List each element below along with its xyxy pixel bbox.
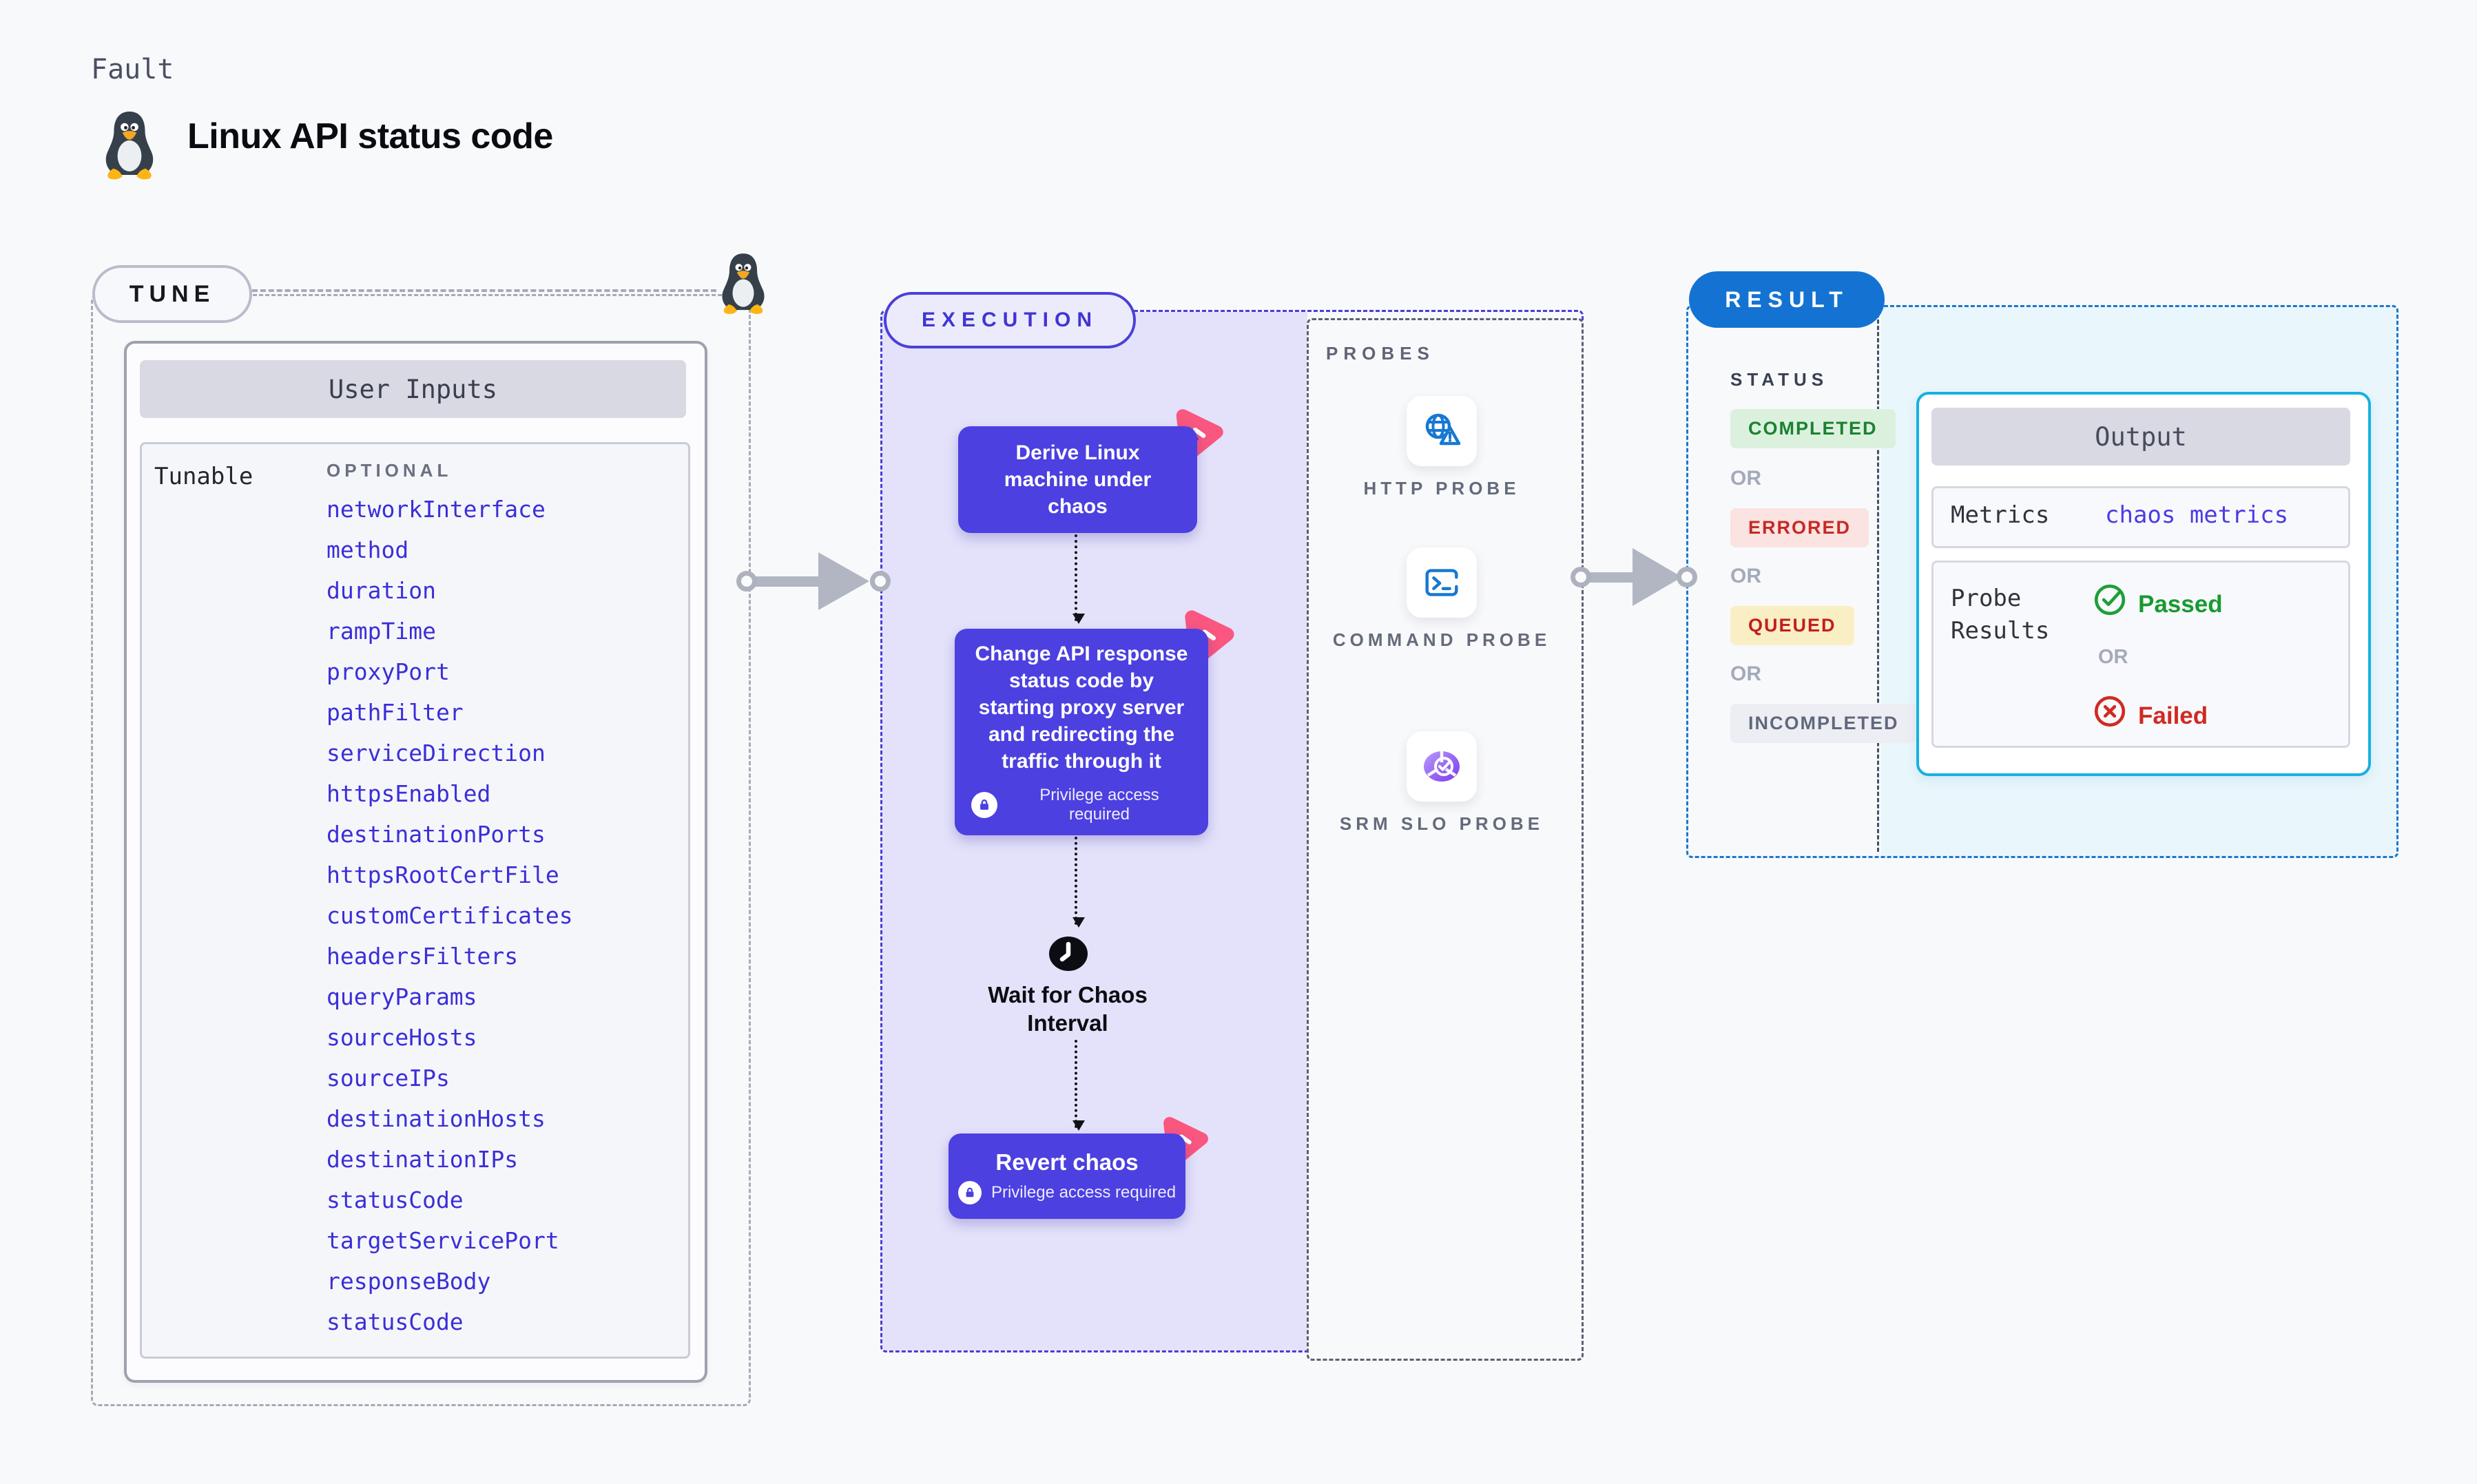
execution-connector-dot [870, 571, 891, 592]
tunable-param-link[interactable]: method [327, 536, 409, 563]
tunable-param-link[interactable]: responseBody [327, 1268, 491, 1295]
or-separator: OR [1730, 467, 1761, 490]
command-probe-label: COMMAND PROBE [1332, 629, 1551, 650]
probes-connector-dot [1571, 567, 1591, 587]
execution-section-pill: EXECUTION [884, 292, 1136, 348]
execution-to-result-arrow-line [1588, 572, 1642, 583]
user-inputs-card-title: User Inputs [140, 360, 686, 418]
tunable-param-link[interactable]: networkInterface [327, 496, 546, 523]
flow-step-derive-machine: Derive Linux machine under chaos [958, 426, 1197, 533]
tune-section-box [91, 294, 751, 1406]
tunable-param-link[interactable]: headersFilters [327, 943, 519, 970]
probes-section-box [1307, 318, 1584, 1361]
flow-step-title: Change API response status code by start… [975, 642, 1188, 773]
tunable-param-link[interactable]: queryParams [327, 983, 477, 1010]
tunable-param-link[interactable]: statusCode [327, 1187, 464, 1213]
flow-step-title: Revert chaos [995, 1149, 1139, 1175]
status-badge-completed: COMPLETED [1730, 409, 1896, 448]
privilege-note: Privilege access required [971, 786, 1192, 824]
tune-section-pill: TUNE [92, 265, 252, 323]
status-column-label: STATUS [1730, 369, 1829, 390]
result-connector-dot [1677, 567, 1697, 587]
tune-dashed-connector [252, 289, 716, 292]
privilege-note-text: Privilege access required [1039, 785, 1159, 824]
page-title: Linux API status code [187, 116, 553, 156]
tunable-param-link[interactable]: pathFilter [327, 699, 464, 726]
http-probe-card [1407, 396, 1477, 466]
result-section-pill: RESULT [1689, 271, 1885, 328]
passed-label: Passed [2138, 591, 2223, 618]
tunable-params-list: networkInterface method duration rampTime pr… [327, 489, 685, 1342]
clock-icon [1048, 934, 1088, 974]
metrics-row [1931, 486, 2350, 548]
tunable-param-link[interactable]: destinationPorts [327, 821, 546, 848]
flow-connector-1 [1072, 534, 1085, 624]
slo-pie-check-icon [1424, 751, 1460, 782]
output-card-title: Output [1931, 408, 2350, 466]
tunable-param-link[interactable]: sourceHosts [327, 1024, 477, 1051]
status-badge-queued: QUEUED [1730, 606, 1854, 645]
or-separator: OR [2098, 646, 2128, 668]
http-probe-label: HTTP PROBE [1363, 478, 1520, 499]
status-badge-incompleted: INCOMPLETED [1730, 704, 1917, 743]
flow-step-revert-chaos: Revert chaos Privilege access required [949, 1133, 1185, 1219]
tunable-param-link[interactable]: destinationHosts [327, 1105, 546, 1132]
privilege-note: Privilege access required [957, 1180, 1177, 1204]
lock-icon [971, 791, 997, 818]
tunable-param-link[interactable]: proxyPort [327, 658, 450, 685]
tunable-param-link[interactable]: httpsEnabled [327, 780, 491, 807]
flow-connector-2 [1072, 837, 1085, 928]
or-separator: OR [1730, 662, 1761, 685]
tunable-param-link[interactable]: httpsRootCertFile [327, 861, 559, 888]
chaos-metrics-link[interactable]: chaos metrics [2105, 501, 2289, 529]
tune-to-execution-arrow-head [818, 552, 869, 610]
command-probe-card [1407, 547, 1477, 618]
tux-penguin-icon [105, 111, 154, 180]
optional-column-label: OPTIONAL [327, 460, 453, 481]
tunable-param-link[interactable]: serviceDirection [327, 740, 546, 766]
probes-section-label: PROBES [1326, 343, 1435, 364]
tune-to-execution-arrow-line [755, 576, 827, 587]
tux-penguin-small-icon [722, 253, 765, 315]
tunable-list-panel [140, 442, 690, 1359]
tune-connector-dot [736, 571, 757, 592]
flow-step-change-status-code: Change API response status code by start… [955, 629, 1208, 835]
status-badge-errored: ERRORED [1730, 508, 1869, 547]
tunable-param-link[interactable]: destinationIPs [327, 1146, 519, 1173]
srm-slo-probe-card [1407, 731, 1477, 802]
tunable-param-link[interactable]: targetServicePort [327, 1227, 559, 1254]
result-divider [1877, 307, 1879, 852]
lock-icon [957, 1180, 982, 1204]
failed-x-icon [2094, 696, 2126, 727]
probe-results-row [1931, 561, 2350, 748]
fault-category-label: Fault [91, 54, 174, 85]
terminal-icon [1425, 569, 1458, 596]
tunable-param-link[interactable]: duration [327, 577, 436, 604]
flow-step-title: Derive Linux machine under chaos [1004, 441, 1152, 518]
tunable-param-link[interactable]: rampTime [327, 618, 436, 645]
globe-alert-icon [1425, 413, 1461, 446]
failed-label: Failed [2138, 702, 2208, 729]
tunable-param-link[interactable]: sourceIPs [327, 1065, 450, 1091]
tunable-param-link[interactable]: customCertificates [327, 902, 573, 929]
execution-to-result-arrow-head [1633, 548, 1682, 606]
privilege-note-text: Privilege access required [991, 1182, 1177, 1202]
wait-for-chaos-interval-label: Wait for Chaos Interval [988, 982, 1148, 1036]
srm-slo-probe-label: SRM SLO PROBE [1339, 813, 1544, 834]
passed-check-icon [2094, 584, 2126, 616]
or-separator: OR [1730, 565, 1761, 587]
probe-results-label: Probe Results [1951, 585, 2050, 645]
metrics-label: Metrics [1951, 501, 2050, 529]
flow-connector-3 [1072, 1040, 1085, 1131]
tunable-param-link[interactable]: statusCode [327, 1308, 464, 1335]
tunable-row-label: Tunable [154, 463, 253, 490]
